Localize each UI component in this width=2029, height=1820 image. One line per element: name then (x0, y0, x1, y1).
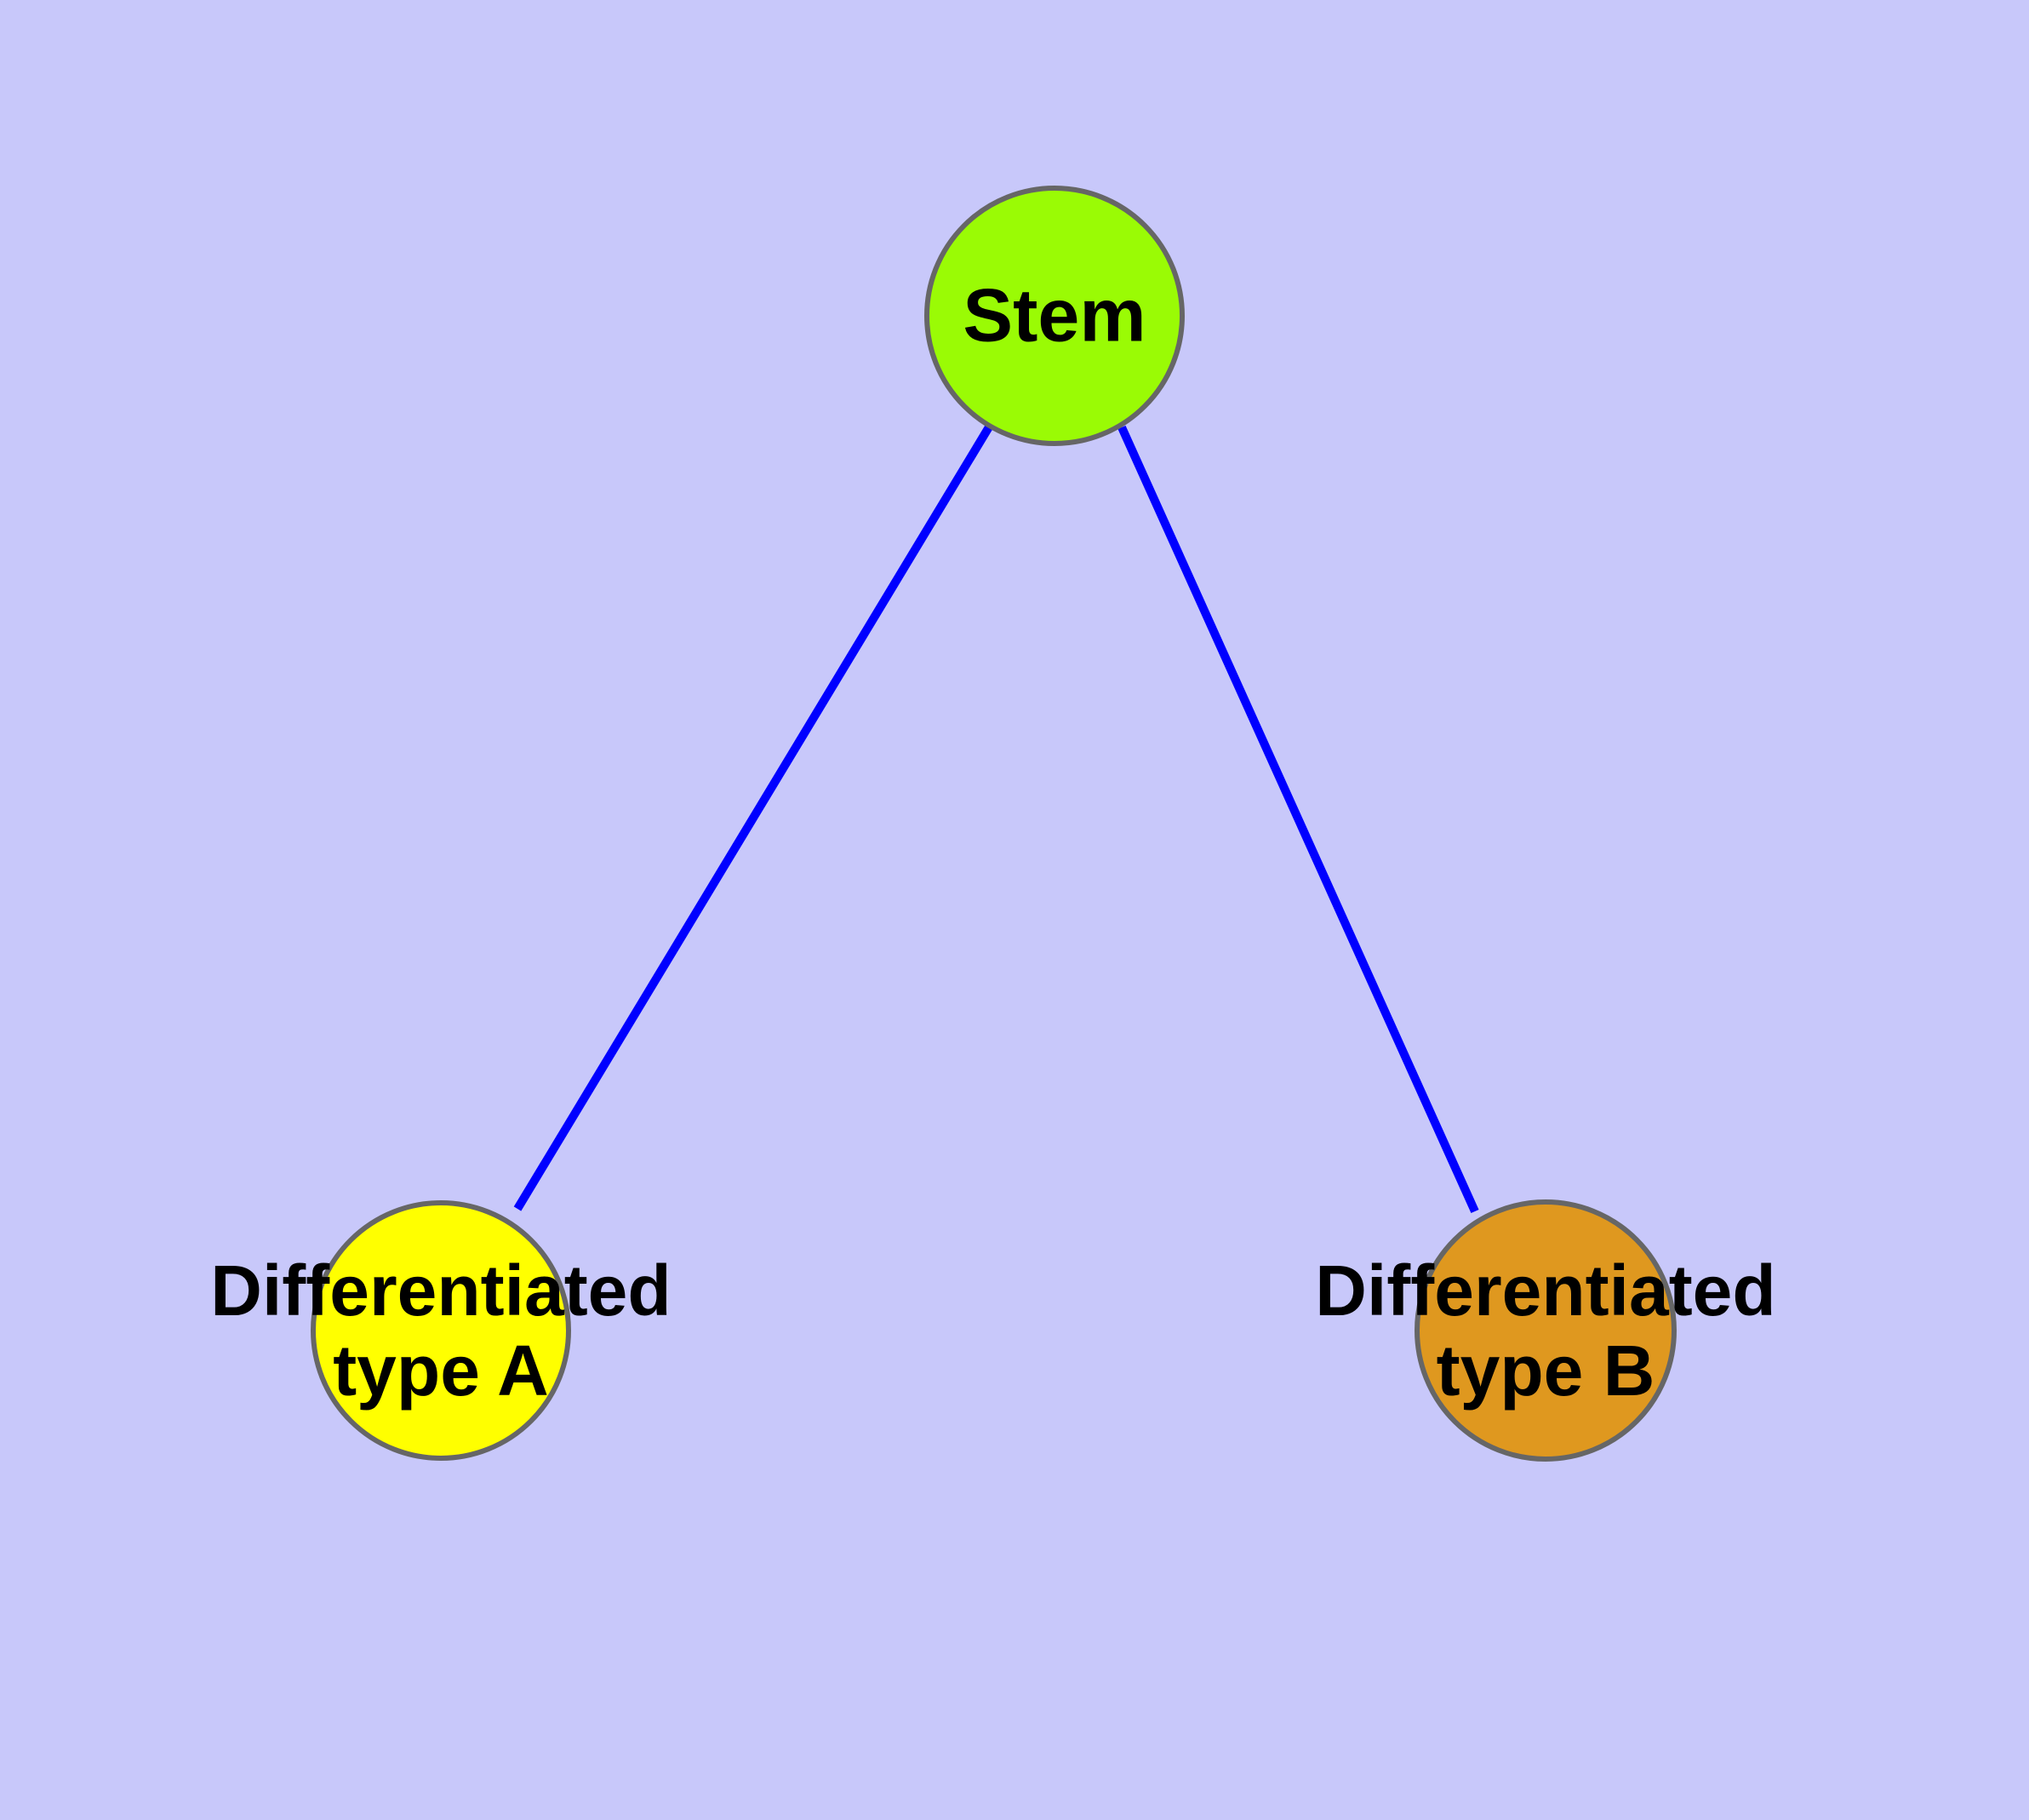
edges-layer (513, 423, 1479, 1214)
graph-node-diff-b[interactable] (1415, 1199, 1677, 1462)
graph-edge[interactable] (513, 423, 994, 1211)
nodes-layer (311, 186, 1677, 1462)
graph-edge[interactable] (1117, 425, 1479, 1214)
graph-node-diff-a[interactable] (311, 1200, 571, 1461)
graph-node-stem[interactable] (924, 186, 1185, 446)
